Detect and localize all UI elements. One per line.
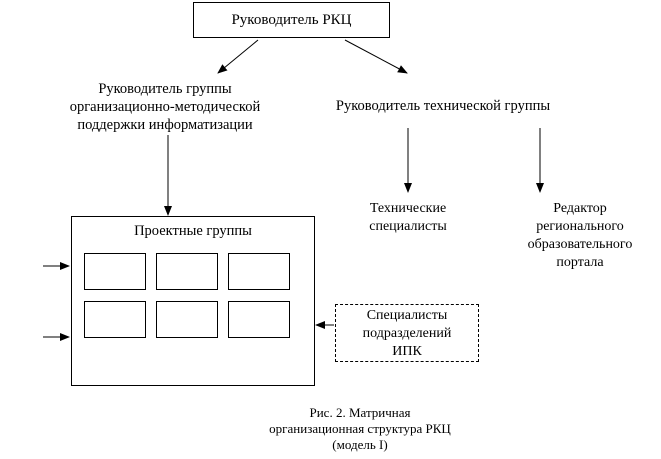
arrow-head-to-org (217, 39, 259, 74)
ipk-specialists-line-3: ИПК (392, 344, 422, 359)
project-groups-title: Проектные группы (134, 223, 252, 239)
tech-specialists-line-2: специалисты (369, 219, 447, 234)
arrow-head-to-tech (344, 39, 408, 74)
tech-specialists-line-1: Технические (369, 201, 447, 216)
project-group-cell (84, 301, 146, 338)
portal-editor: Редактор регионального образовательного … (510, 200, 650, 272)
org-group-head-line-3: поддержки информатизации (77, 117, 253, 133)
tech-group-head-label: Руководитель технической группы (335, 98, 551, 114)
caption-line-1: Рис. 2. Матричная (309, 405, 411, 420)
project-group-cell (228, 301, 290, 338)
tech-specialists: Технические специалисты (348, 200, 468, 236)
project-group-cell (156, 253, 218, 290)
head-box: Руководитель РКЦ (193, 2, 390, 38)
portal-editor-line-3: образовательного (527, 237, 633, 252)
org-group-head: Руководитель группы организационно-метод… (40, 80, 290, 134)
portal-editor-line-1: Редактор (553, 201, 607, 216)
portal-editor-line-4: портала (556, 255, 604, 270)
figure-caption: Рис. 2. Матричная организационная структ… (240, 405, 480, 453)
org-group-head-line-2: организационно-методической (69, 99, 261, 115)
org-group-head-line-1: Руководитель группы (98, 81, 232, 97)
project-group-cell (228, 253, 290, 290)
ipk-specialists-line-1: Специалисты (366, 308, 448, 323)
project-group-cell (84, 253, 146, 290)
head-label: Руководитель РКЦ (231, 12, 352, 28)
project-groups-box: Проектные группы (71, 216, 315, 386)
ipk-specialists-line-2: подразделений (362, 326, 452, 341)
portal-editor-line-2: регионального (536, 219, 624, 234)
tech-group-head: Руководитель технической группы (318, 97, 568, 115)
caption-line-2: организационная структура РКЦ (269, 421, 451, 436)
ipk-specialists-box: Специалисты подразделений ИПК (335, 304, 479, 362)
project-group-cell (156, 301, 218, 338)
caption-line-3: (модель I) (332, 437, 388, 452)
